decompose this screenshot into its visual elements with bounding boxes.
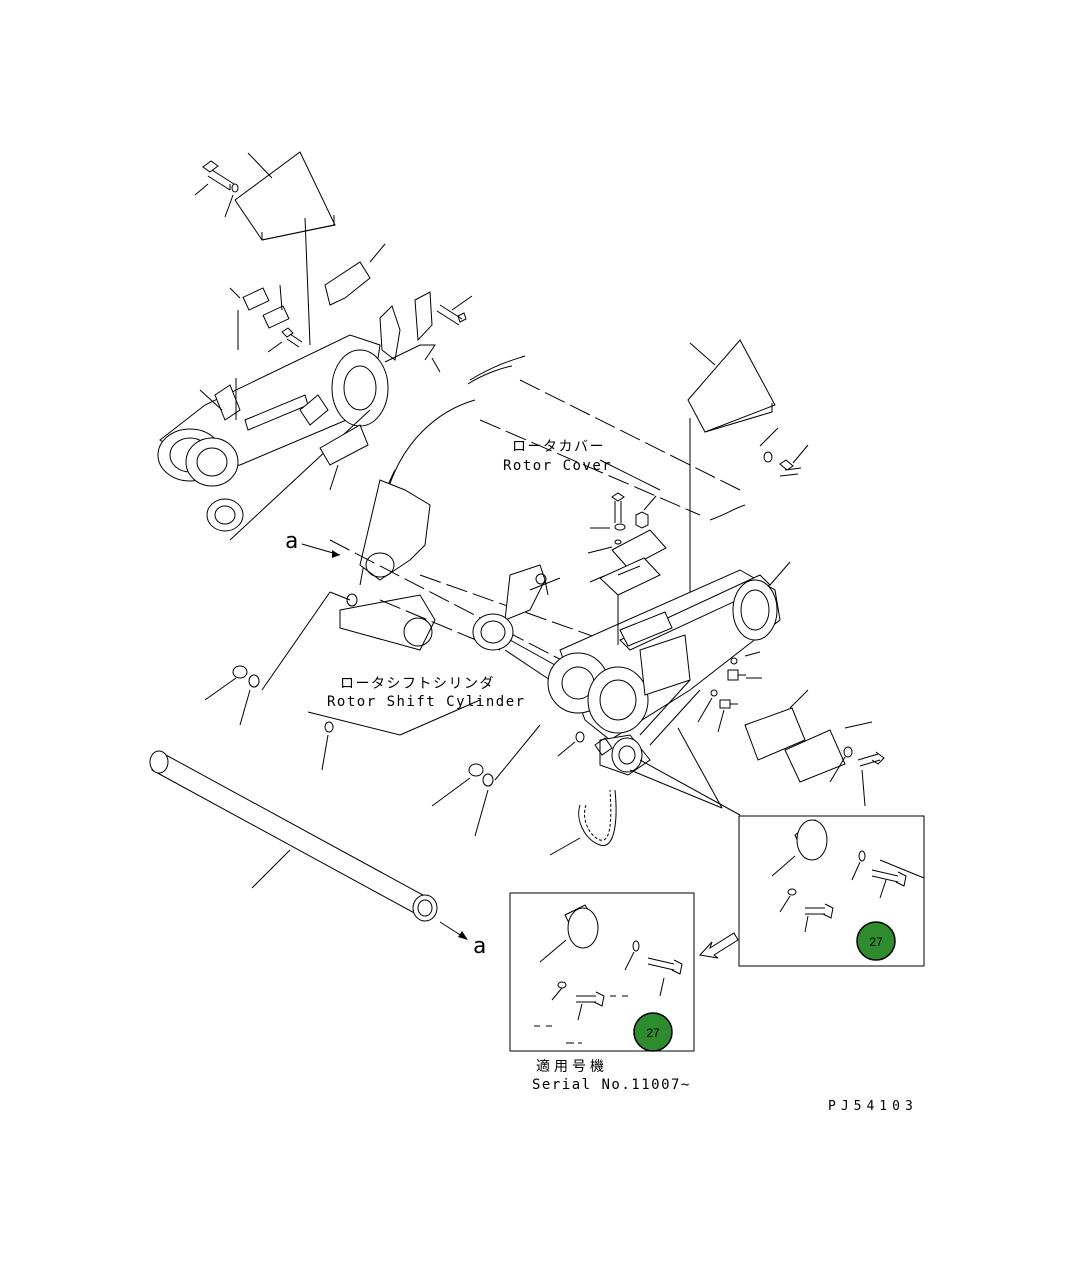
upper-right-cover bbox=[687, 339, 809, 610]
gear-case-body bbox=[157, 334, 389, 541]
detail-box-bottom: 27 bbox=[509, 892, 695, 1052]
grease-hose bbox=[549, 789, 617, 856]
bracket bbox=[379, 305, 401, 361]
callout-badge-right[interactable]: 27 bbox=[856, 921, 896, 961]
rotor-cover-label-en: Rotor Cover bbox=[503, 458, 612, 474]
pins-and-clips bbox=[204, 591, 613, 837]
callout-badge-bottom-number: 27 bbox=[646, 1026, 660, 1040]
marker-a-left: a bbox=[285, 529, 341, 558]
callout-badge-right-number: 27 bbox=[869, 935, 883, 949]
serial-label-en: Serial No.11007~ bbox=[532, 1077, 691, 1093]
marker-a-label: a bbox=[285, 529, 300, 554]
case-top-fittings bbox=[587, 492, 667, 645]
rotor-cover-label-jp: ロータカバー bbox=[512, 439, 605, 455]
bracket bbox=[414, 291, 433, 342]
rotor-shift-label-en: Rotor Shift Cylinder bbox=[327, 694, 526, 710]
gasket-plate bbox=[242, 287, 270, 311]
shield-plate bbox=[324, 261, 371, 306]
drawing-code: PJ54103 bbox=[828, 1099, 918, 1114]
shield-plate bbox=[319, 424, 369, 466]
upper-left-gear-case bbox=[157, 151, 473, 541]
gasket-plate bbox=[262, 305, 290, 329]
frame-outline bbox=[329, 355, 746, 681]
detail-box-right: 27 bbox=[738, 815, 925, 967]
callout-badge-bottom[interactable]: 27 bbox=[633, 1012, 673, 1052]
rotor-shift-label-jp: ロータシフトシリンダ bbox=[340, 676, 495, 692]
serial-label-jp: 適用号機 bbox=[536, 1058, 608, 1075]
marker-a-right: a bbox=[473, 934, 488, 959]
main-gear-case bbox=[547, 561, 791, 816]
rotor-shaft-tube bbox=[149, 750, 468, 940]
case-side-fittings bbox=[697, 651, 885, 807]
bolt-top-left bbox=[202, 160, 235, 191]
arrow-to-detail bbox=[699, 932, 739, 959]
cover-plate-top bbox=[234, 151, 336, 241]
washer bbox=[231, 183, 239, 193]
